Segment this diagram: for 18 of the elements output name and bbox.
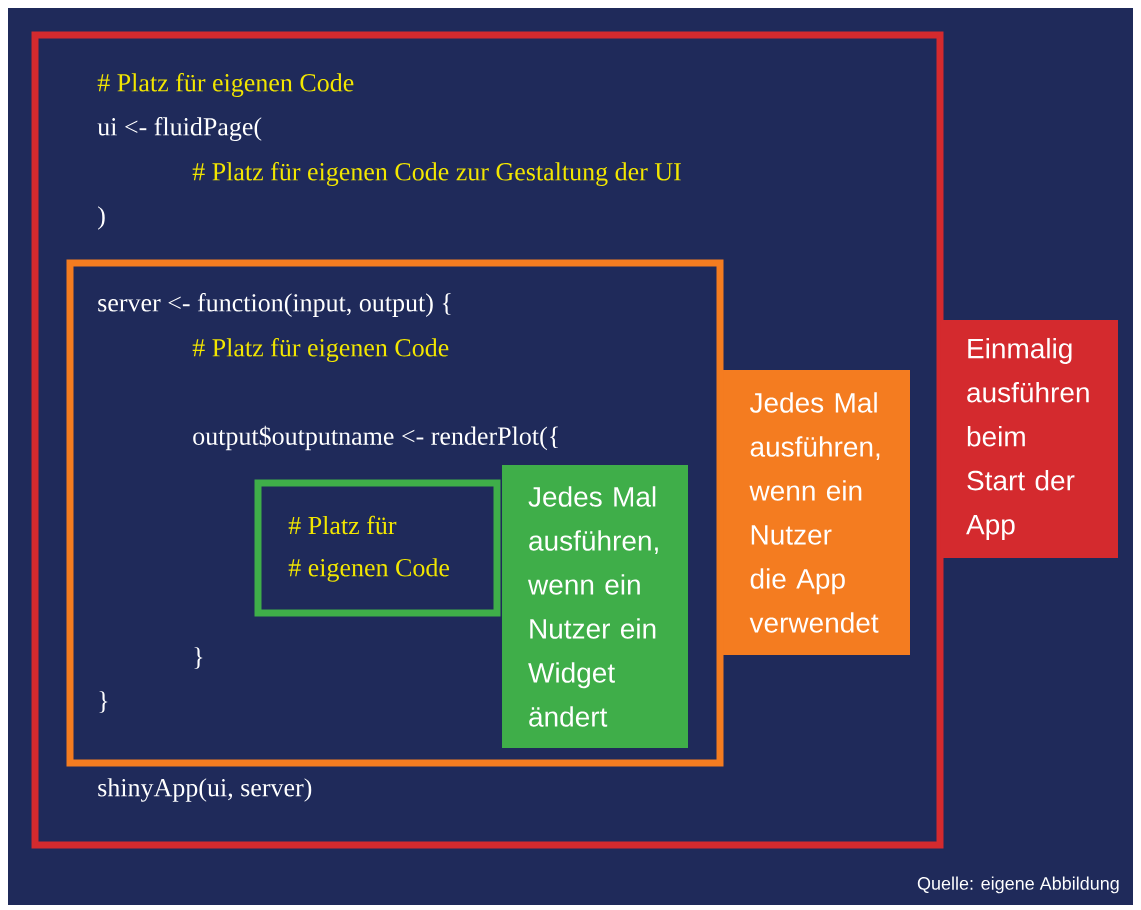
- note-box: Jedes Mal ausführen, wenn ein Nutzer die App verwendet: [723, 370, 910, 655]
- code-line: ui <- fluidPage(: [97, 117, 262, 141]
- code-line: }: [194, 647, 203, 669]
- code-line: # Platz für eigenen Code: [97, 73, 354, 97]
- code-line: ): [98, 206, 105, 230]
- node-label: Einmalig ausführen beim Start der App: [966, 337, 1089, 541]
- node-label: Jedes Mal ausführen, wenn ein Nutzer die App verwendet: [749, 392, 880, 633]
- code-line: server <- function(input, output) {: [98, 293, 451, 317]
- code-line: # eigenen Code: [288, 558, 450, 582]
- note-box: Jedes Mal ausführen, wenn ein Nutzer ein Widget ändert: [502, 465, 688, 748]
- code-line: output$outputname <- renderPlot({: [193, 425, 558, 451]
- code-line: }: [99, 691, 108, 713]
- source-note: Quelle: eigene Abbildung: [917, 876, 1119, 894]
- code-line: # Platz für eigenen Code zur Gestaltung der UI: [192, 162, 681, 186]
- code-line: # Platz für eigenen Code: [192, 338, 449, 362]
- code-line: # Platz für: [288, 515, 397, 535]
- note-box: Einmalig ausführen beim Start der App: [940, 320, 1118, 558]
- code-line: shinyApp(ui, server): [98, 778, 312, 802]
